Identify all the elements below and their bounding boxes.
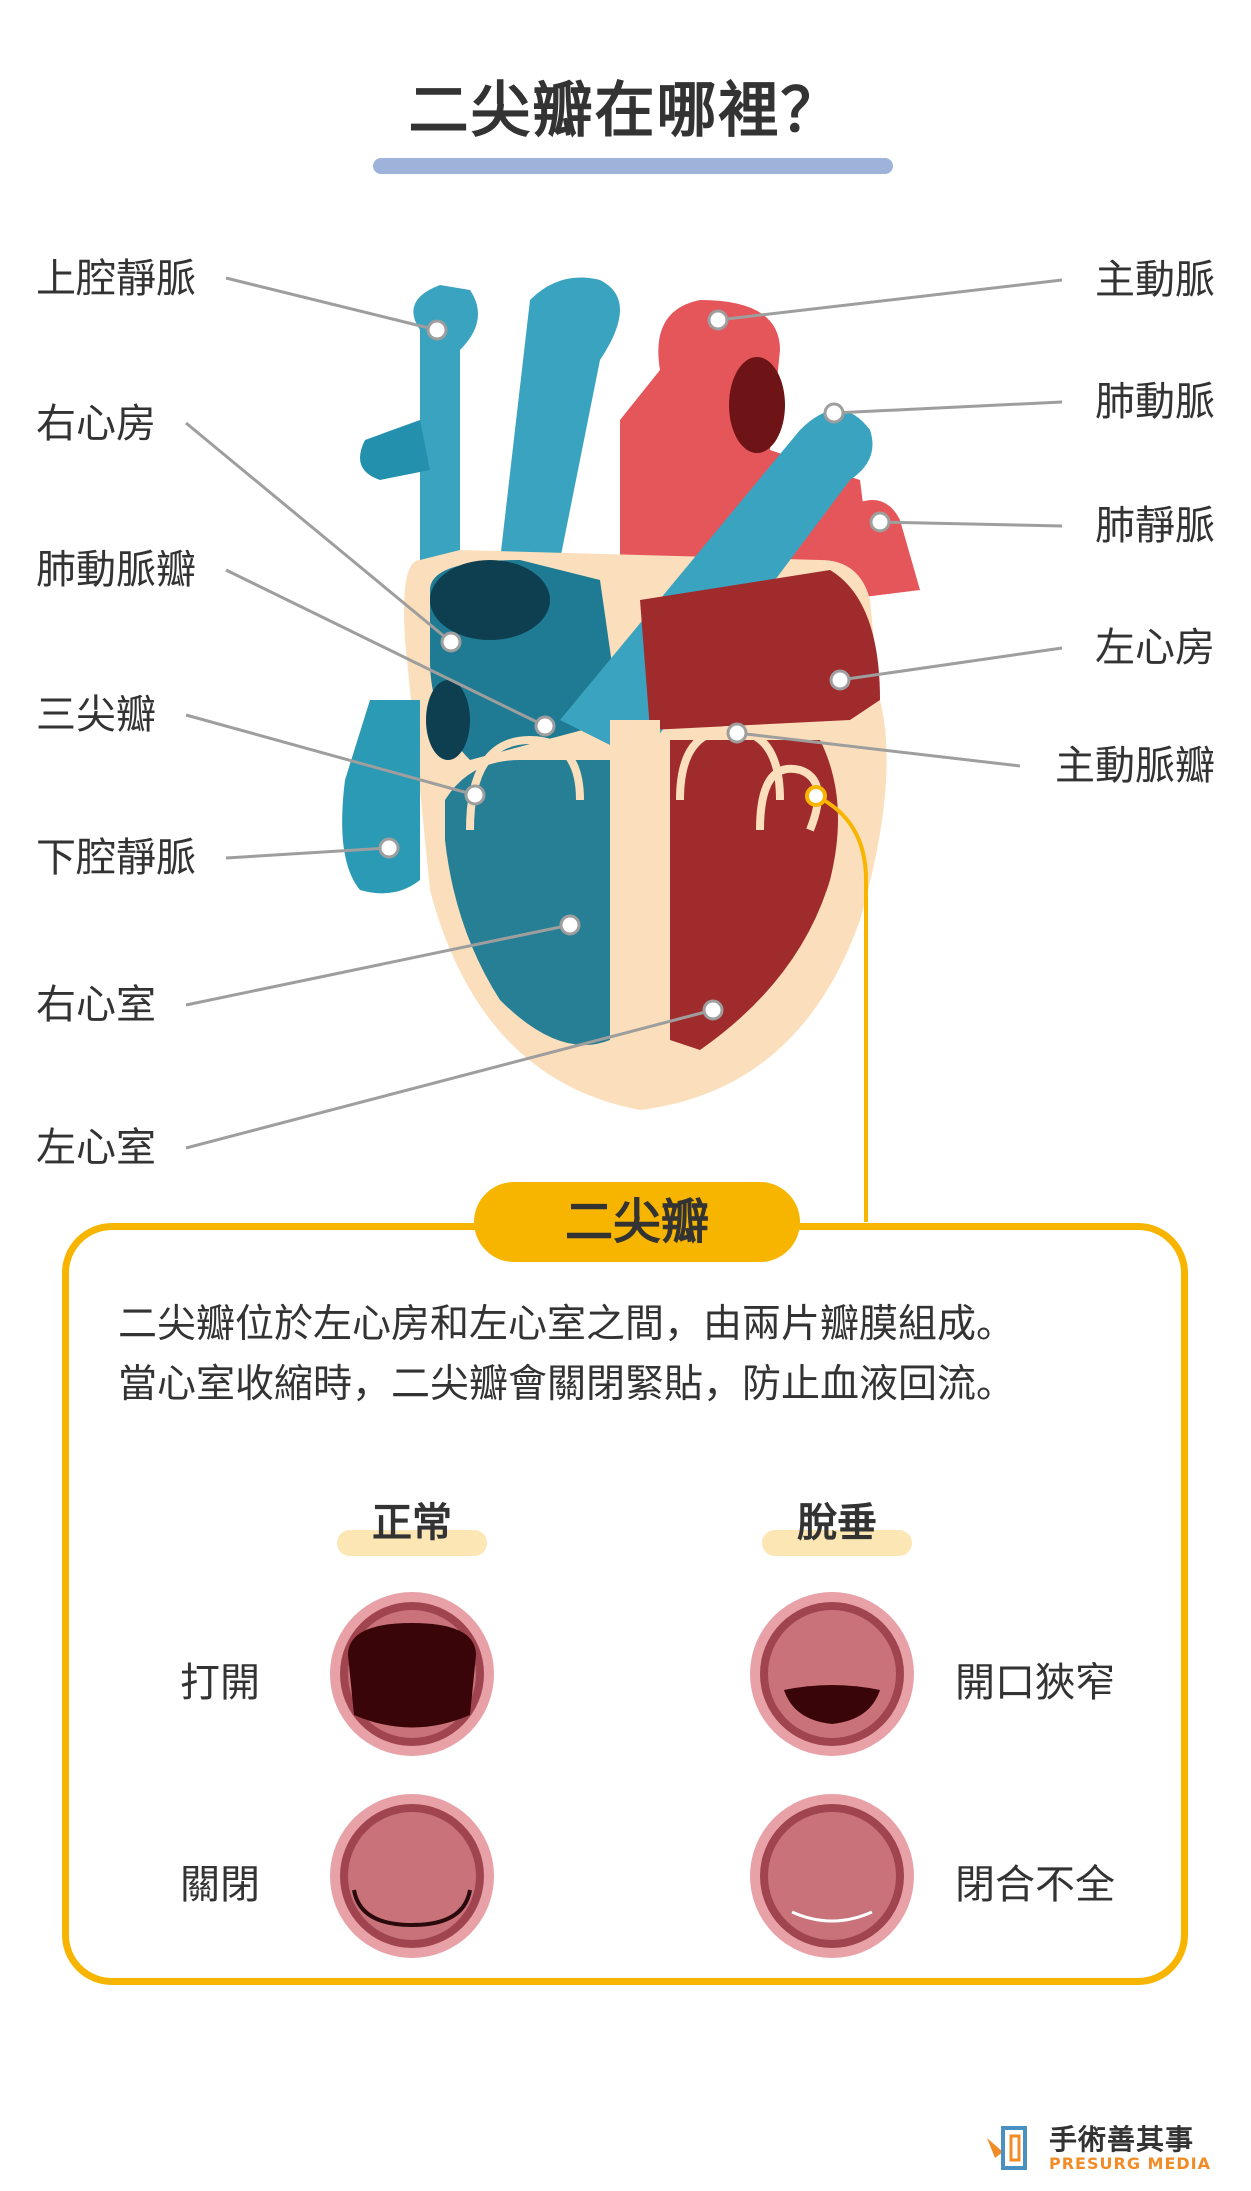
presurg-logo: 手術善其事 PRESURG MEDIA bbox=[981, 2118, 1211, 2176]
label-pulmonary-vein: 肺靜脈 bbox=[1095, 503, 1215, 549]
label-left-ventricle: 左心室 bbox=[36, 1125, 156, 1171]
label-right-ventricle: 右心室 bbox=[36, 982, 156, 1028]
svc-branch-left bbox=[360, 420, 430, 480]
ra-opening-2 bbox=[426, 680, 470, 760]
aorta-opening bbox=[729, 357, 785, 453]
label-pulmonary-valve: 肺動脈瓣 bbox=[36, 547, 196, 593]
pulmonary-artery bbox=[560, 410, 873, 760]
left-ventricle bbox=[670, 740, 838, 1050]
mitral-callout-dot bbox=[805, 785, 827, 807]
label-right-atrium: 右心房 bbox=[36, 401, 156, 447]
ra-opening bbox=[430, 560, 550, 640]
prolapse-open-label: 開口狹窄 bbox=[955, 1660, 1115, 1706]
leader-dots bbox=[378, 309, 891, 1021]
mitral-description-line-1: 二尖瓣位於左心房和左心室之間，由兩片瓣膜組成。 bbox=[118, 1302, 1016, 1347]
prolapse-open-valve bbox=[750, 1592, 914, 1756]
svc-branch bbox=[500, 277, 620, 560]
right-ventricle bbox=[445, 760, 610, 1045]
prolapse-closed-valve bbox=[750, 1794, 914, 1958]
page-title: 二尖瓣在哪裡？ bbox=[408, 76, 843, 146]
mitral-description-line-2: 當心室收縮時，二尖瓣會關閉緊貼，防止血液回流。 bbox=[118, 1362, 1016, 1407]
label-aorta: 主動脈 bbox=[1095, 257, 1215, 303]
presurg-logo-icon bbox=[987, 2126, 1027, 2170]
logo-text-en: PRESURG MEDIA bbox=[1049, 2154, 1211, 2173]
title-underline bbox=[373, 158, 893, 174]
label-superior-vena-cava: 上腔靜脈 bbox=[36, 256, 196, 302]
label-tricuspid-valve: 三尖瓣 bbox=[36, 692, 156, 738]
left-atrium bbox=[640, 570, 880, 730]
label-left-atrium: 左心房 bbox=[1095, 625, 1215, 671]
normal-column-title: 正常 bbox=[337, 1490, 487, 1556]
normal-closed-label: 關閉 bbox=[180, 1862, 260, 1908]
label-pulmonary-artery: 肺動脈 bbox=[1095, 379, 1215, 425]
superior-vena-cava bbox=[413, 285, 478, 580]
prolapse-column-title: 脫垂 bbox=[762, 1490, 912, 1556]
label-aortic-valve: 主動脈瓣 bbox=[1055, 743, 1215, 789]
label-inferior-vena-cava: 下腔靜脈 bbox=[36, 835, 196, 881]
mitral-callout-line bbox=[815, 794, 868, 1222]
prolapse-closed-label: 閉合不全 bbox=[955, 1862, 1115, 1908]
logo-text-zh: 手術善其事 bbox=[1049, 2123, 1195, 2156]
normal-open-label: 打開 bbox=[180, 1660, 260, 1706]
leader-lines bbox=[185, 276, 1063, 1150]
mitral-box-title: 二尖瓣 bbox=[474, 1182, 800, 1262]
septum bbox=[610, 720, 660, 1040]
normal-open-valve bbox=[330, 1592, 494, 1756]
normal-closed-valve bbox=[330, 1794, 494, 1958]
inferior-vena-cava bbox=[342, 700, 420, 894]
